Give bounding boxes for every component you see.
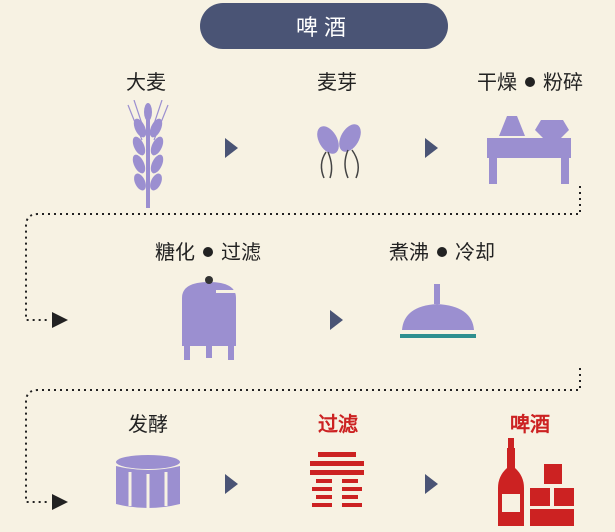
label-saccharify-filter: 糖化 过滤 — [155, 236, 261, 265]
label-boil-cool: 煮沸 冷却 — [389, 236, 495, 265]
title-text: 啤酒 — [295, 16, 352, 41]
arrow-right — [425, 474, 438, 494]
label-cool: 冷却 — [455, 240, 495, 264]
filter-icon — [306, 452, 368, 512]
separator-dot — [203, 246, 213, 257]
barley-icon — [118, 100, 178, 210]
label-boil: 煮沸 — [389, 240, 429, 264]
label-filter1: 过滤 — [221, 240, 261, 264]
mash-tank-icon — [176, 276, 242, 362]
connector-line — [0, 362, 615, 522]
arrow-right — [225, 138, 238, 158]
separator-dot — [525, 76, 535, 87]
arrow-right — [330, 310, 343, 330]
arrow-right — [225, 474, 238, 494]
label-filter2: 过滤 — [318, 412, 358, 436]
arrow-right — [425, 138, 438, 158]
ferment-drum-icon — [114, 454, 182, 510]
label-dry-mill: 干燥 粉碎 — [477, 66, 583, 95]
boil-kettle-icon — [400, 284, 476, 342]
beer-bottle-icon — [494, 438, 584, 528]
label-barley: 大麦 — [126, 70, 166, 94]
label-saccharify: 糖化 — [155, 240, 195, 264]
label-mill: 粉碎 — [543, 70, 583, 94]
label-beer: 啤酒 — [510, 412, 550, 436]
separator-dot — [437, 246, 447, 257]
label-dry: 干燥 — [477, 70, 517, 94]
mill-machine-icon — [485, 112, 575, 186]
title-pill: 啤酒 — [200, 3, 448, 49]
label-ferment: 发酵 — [128, 412, 168, 436]
connector-line — [0, 180, 615, 340]
malt-icon — [308, 118, 370, 180]
label-malt: 麦芽 — [317, 70, 357, 94]
